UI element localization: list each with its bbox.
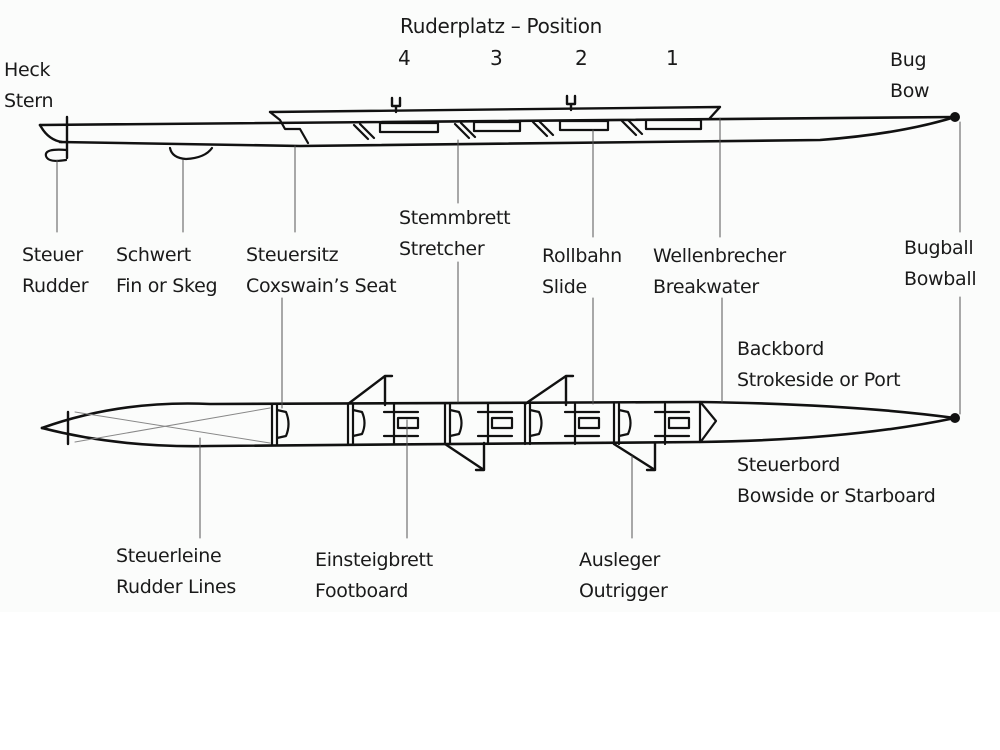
- bowball-side: [950, 112, 960, 122]
- label-stern: Heck Stern: [4, 55, 54, 117]
- label-rudder: Steuer Rudder: [22, 240, 89, 302]
- label-slide-de: Rollbahn: [542, 245, 622, 267]
- deck-plate: [268, 105, 722, 145]
- label-bowball-de: Bugball: [904, 237, 974, 259]
- label-coxswain-seat-en: Coxswain’s Seat: [246, 275, 397, 297]
- stretcher-shapes: [352, 118, 644, 141]
- label-bow-de: Bug: [890, 49, 927, 71]
- label-port-en: Strokeside or Port: [737, 369, 901, 391]
- label-rudder-lines-en: Rudder Lines: [116, 576, 236, 598]
- label-port: Backbord Strokeside or Port: [737, 334, 901, 396]
- leader-lines: [56, 117, 961, 539]
- position-number-4: 4: [398, 46, 411, 70]
- label-bowball: Bugball Bowball: [904, 233, 977, 295]
- rudder-lines: [74, 407, 271, 444]
- label-bow: Bug Bow: [890, 45, 930, 107]
- label-slide: Rollbahn Slide: [542, 241, 622, 303]
- label-coxswain-seat-de: Steuersitz: [246, 244, 339, 266]
- diagram-background: [0, 0, 1000, 612]
- label-fin-de: Schwert: [116, 244, 191, 266]
- fin-shape: [168, 146, 214, 161]
- label-coxswain-seat: Steuersitz Coxswain’s Seat: [246, 240, 397, 302]
- label-bow-en: Bow: [890, 80, 930, 102]
- position-number-2: 2: [575, 46, 588, 70]
- label-outrigger: Ausleger Outrigger: [579, 545, 668, 607]
- label-outrigger-de: Ausleger: [579, 549, 661, 571]
- label-stern-en: Stern: [4, 90, 54, 112]
- slide-shapes: [378, 118, 703, 134]
- label-footboard-en: Footboard: [315, 580, 409, 602]
- coxswain-seat-top: [270, 402, 290, 447]
- label-rudder-lines-de: Steuerleine: [116, 545, 222, 567]
- label-breakwater: Wellenbrecher Breakwater: [653, 241, 786, 303]
- oarlock-side: [390, 94, 577, 114]
- position-title: Ruderplatz – Position: [400, 14, 603, 38]
- label-bowball-en: Bowball: [904, 268, 977, 290]
- label-breakwater-en: Breakwater: [653, 276, 759, 298]
- label-breakwater-de: Wellenbrecher: [653, 245, 786, 267]
- label-footboard-de: Einsteigbrett: [315, 549, 433, 571]
- position-number-1: 1: [666, 46, 679, 70]
- label-stretcher: Stemmbrett Stretcher: [399, 203, 511, 265]
- label-slide-en: Slide: [542, 276, 587, 298]
- label-starboard: Steuerbord Bowside or Starboard: [737, 450, 936, 512]
- label-stretcher-en: Stretcher: [399, 238, 485, 260]
- outrigger-shapes: [346, 374, 657, 472]
- label-footboard: Einsteigbrett Footboard: [315, 545, 433, 607]
- position-number-3: 3: [490, 46, 503, 70]
- seat-units: [346, 400, 718, 446]
- label-starboard-en: Bowside or Starboard: [737, 485, 936, 507]
- label-starboard-de: Steuerbord: [737, 454, 840, 476]
- label-outrigger-en: Outrigger: [579, 580, 668, 602]
- label-stern-de: Heck: [4, 59, 51, 81]
- label-rudder-en: Rudder: [22, 275, 89, 297]
- label-fin: Schwert Fin or Skeg: [116, 240, 218, 302]
- bowball-top: [950, 413, 960, 423]
- label-rudder-lines: Steuerleine Rudder Lines: [116, 541, 236, 603]
- label-rudder-de: Steuer: [22, 244, 83, 266]
- label-stretcher-de: Stemmbrett: [399, 207, 511, 229]
- label-fin-en: Fin or Skeg: [116, 275, 218, 297]
- label-port-de: Backbord: [737, 338, 824, 360]
